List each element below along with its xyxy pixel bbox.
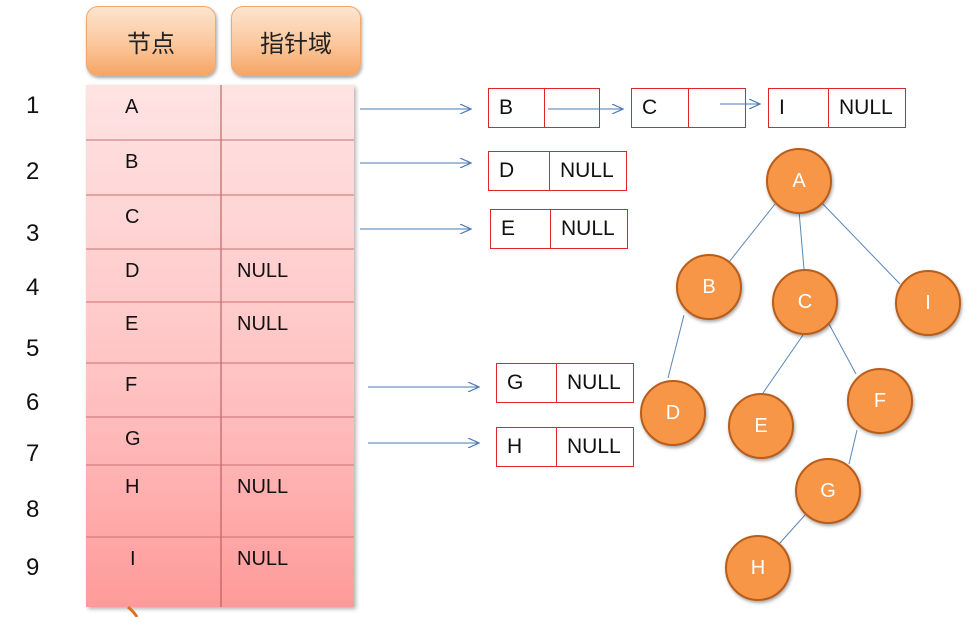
- table-row: E: [125, 313, 139, 335]
- list-node-i: I NULL: [768, 88, 906, 128]
- table-pointer-cell: NULL: [237, 476, 289, 498]
- table-row: D: [125, 260, 140, 282]
- tree-node-f: F: [847, 368, 913, 434]
- table-row: A: [125, 96, 139, 118]
- tree-node-h: H: [725, 535, 791, 601]
- tree-edge-a-b: [728, 203, 776, 263]
- row-number-5: 5: [26, 335, 40, 362]
- tree-edge-a-c: [798, 210, 805, 270]
- table-pointer-cell: NULL: [237, 260, 289, 282]
- table-row: H: [125, 476, 140, 498]
- row-number-2: 2: [26, 158, 40, 185]
- tree-edge-g-h: [778, 514, 806, 545]
- tree-node-b: B: [676, 254, 742, 320]
- table-row: G: [125, 428, 141, 450]
- list-node-h: H NULL: [496, 427, 634, 467]
- row-number-7: 7: [26, 440, 40, 467]
- table-row: C: [125, 206, 140, 228]
- list-node-d: D NULL: [488, 151, 627, 191]
- stray-curve: [127, 605, 139, 617]
- tree-node-e: E: [728, 393, 794, 459]
- tree-node-i: I: [895, 270, 961, 336]
- node-table: [86, 85, 354, 607]
- table-pointer-cell: NULL: [237, 313, 289, 335]
- row-number-1: 1: [26, 92, 40, 119]
- tree-node-c: C: [772, 269, 838, 335]
- tree-edge-f-g: [848, 429, 858, 465]
- table-pointer-cell: NULL: [237, 548, 289, 570]
- tree-edge-a-i: [820, 201, 901, 285]
- list-node-e: E NULL: [490, 209, 628, 249]
- tree-node-g: G: [795, 458, 861, 524]
- table-row: F: [125, 374, 138, 396]
- table-row: I: [130, 548, 136, 570]
- tree-node-a: A: [766, 148, 832, 214]
- list-node-b: B: [488, 88, 600, 128]
- row-number-4: 4: [26, 274, 40, 301]
- table-row: B: [125, 151, 139, 173]
- row-number-3: 3: [26, 220, 40, 247]
- row-number-9: 9: [26, 554, 40, 581]
- header-pointer: 指针域: [231, 6, 361, 76]
- tree-edge-b-d: [667, 314, 685, 379]
- header-node: 节点: [86, 6, 216, 76]
- tree-edge-c-e: [762, 334, 804, 394]
- list-node-g: G NULL: [496, 363, 634, 403]
- list-node-c: C: [631, 88, 746, 128]
- row-number-8: 8: [26, 496, 40, 523]
- tree-node-d: D: [640, 380, 706, 446]
- row-number-6: 6: [26, 389, 40, 416]
- tree-edge-c-f: [828, 323, 857, 375]
